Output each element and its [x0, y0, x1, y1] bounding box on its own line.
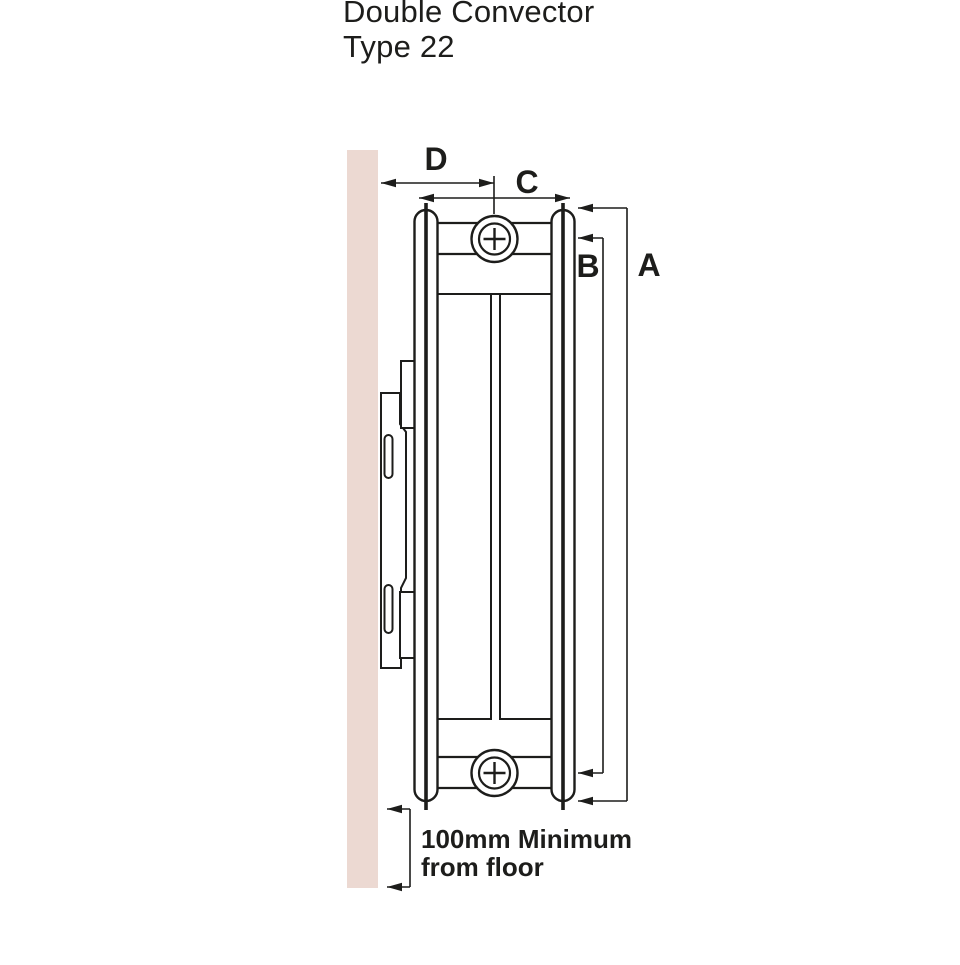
wall — [347, 150, 378, 888]
dimension-a — [578, 203, 628, 806]
bottom-tapping — [470, 748, 519, 798]
plus-icon — [483, 228, 506, 250]
floor-note-line1: 100mm Minimum — [421, 824, 632, 854]
floor-note-line2: from floor — [421, 852, 544, 882]
dimension-c — [419, 193, 570, 203]
dimension-d — [381, 176, 495, 214]
arrowhead-left-icon — [578, 796, 593, 806]
top-tapping — [470, 214, 519, 264]
arrowhead-right-icon — [555, 193, 570, 203]
arrowhead-right-icon — [479, 178, 494, 188]
arrowhead-left-icon — [578, 203, 593, 213]
page-title-line2: Type 22 — [343, 29, 455, 64]
dimension-a-label: A — [637, 247, 660, 283]
line-art — [380, 176, 628, 892]
bracket-slot-top — [383, 434, 394, 479]
arrowhead-left-icon — [387, 882, 402, 892]
floor-clearance-dimension — [387, 804, 411, 892]
arrowhead-left-icon — [578, 768, 593, 778]
dimension-b — [578, 233, 604, 778]
page-title-line1: Double Convector — [343, 0, 594, 29]
rear-convector-fin — [436, 293, 492, 720]
dimension-d-label: D — [424, 141, 447, 177]
arrowhead-left-icon — [381, 178, 396, 188]
dimension-c-label: C — [515, 164, 538, 200]
arrowhead-left-icon — [419, 193, 434, 203]
plus-icon — [483, 762, 506, 784]
arrowhead-left-icon — [387, 804, 402, 814]
bracket-slot-bottom — [383, 584, 394, 634]
dimension-b-label: B — [576, 248, 599, 284]
arrowhead-left-icon — [578, 233, 593, 243]
mounting-bracket — [380, 360, 418, 669]
front-convector-fin — [499, 293, 553, 720]
